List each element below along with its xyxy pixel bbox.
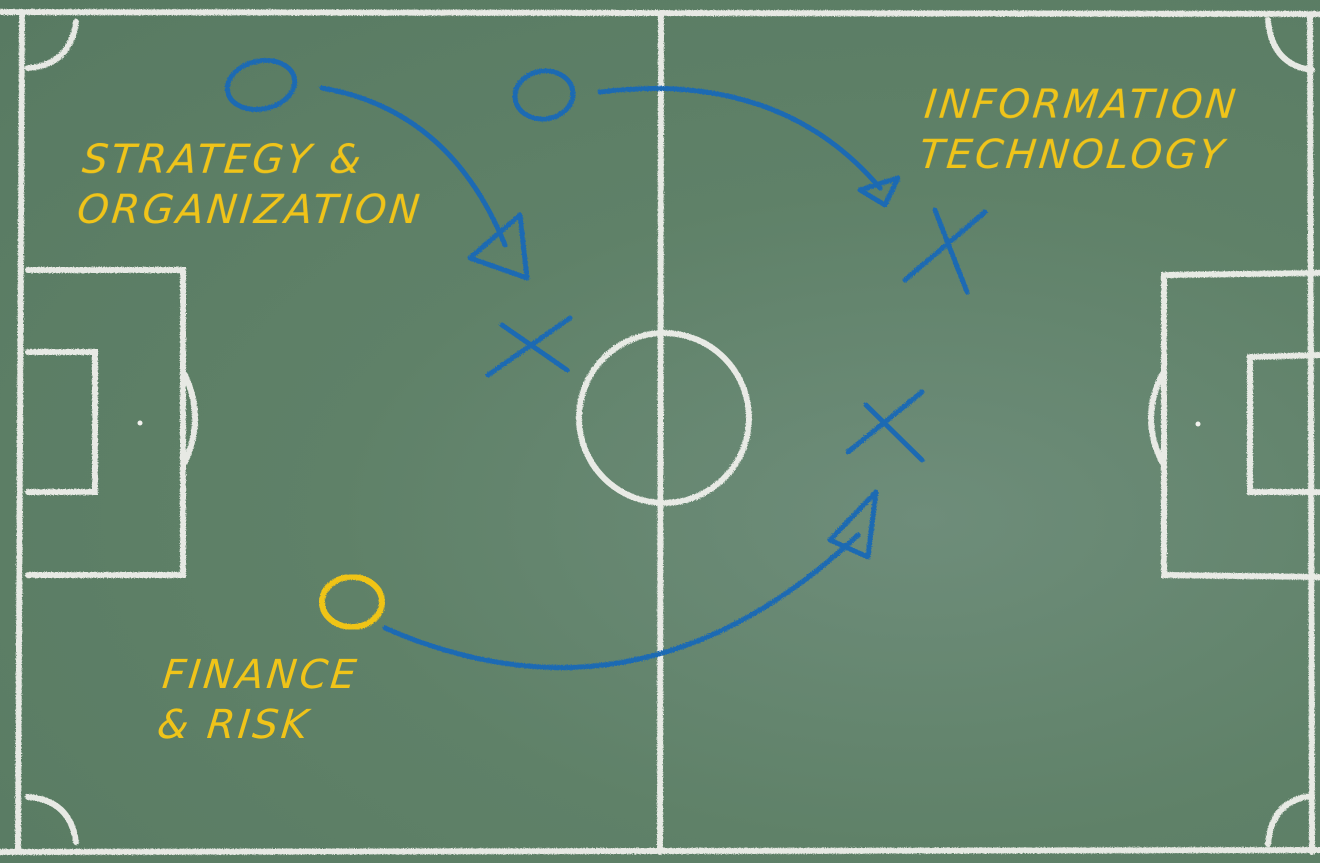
label-strategy-line2: Organization [75, 185, 425, 235]
arrow-curve-2 [600, 89, 880, 188]
label-finance-line2: & Risk [155, 700, 356, 750]
corner-bottom-right [1268, 796, 1312, 844]
label-information-technology: Information Technology [917, 80, 1241, 180]
corner-top-left [28, 22, 76, 68]
corner-top-right [1268, 20, 1312, 70]
label-strategy-line1: Strategy & [80, 135, 430, 185]
arrow-curve-3 [385, 535, 858, 668]
pitch-left-line [18, 14, 22, 852]
corner-bottom-left [28, 797, 76, 842]
label-finance-line1: Finance [160, 650, 361, 700]
player-x-1b [502, 325, 567, 370]
left-penalty-box [28, 270, 183, 575]
player-x-2a [905, 212, 985, 280]
player-o-2 [512, 67, 576, 123]
pitch-right-line [1310, 14, 1312, 852]
center-circle [579, 333, 749, 503]
player-o-yellow [322, 577, 382, 627]
right-penalty-box [1164, 273, 1320, 577]
label-strategy-organization: Strategy & Organization [75, 135, 430, 235]
right-penalty-arc [1151, 375, 1162, 462]
label-it-line1: Information [922, 80, 1241, 130]
arrow-head-2 [860, 178, 898, 205]
arrow-head-3 [830, 492, 876, 557]
label-it-line2: Technology [917, 130, 1236, 180]
left-penalty-arc [185, 375, 195, 462]
right-penalty-spot [1196, 422, 1201, 427]
left-penalty-spot [138, 421, 143, 426]
left-goal-area [28, 352, 95, 492]
player-o-1 [223, 54, 299, 115]
label-finance-risk: Finance & Risk [155, 650, 362, 750]
halfway-line [660, 14, 661, 852]
